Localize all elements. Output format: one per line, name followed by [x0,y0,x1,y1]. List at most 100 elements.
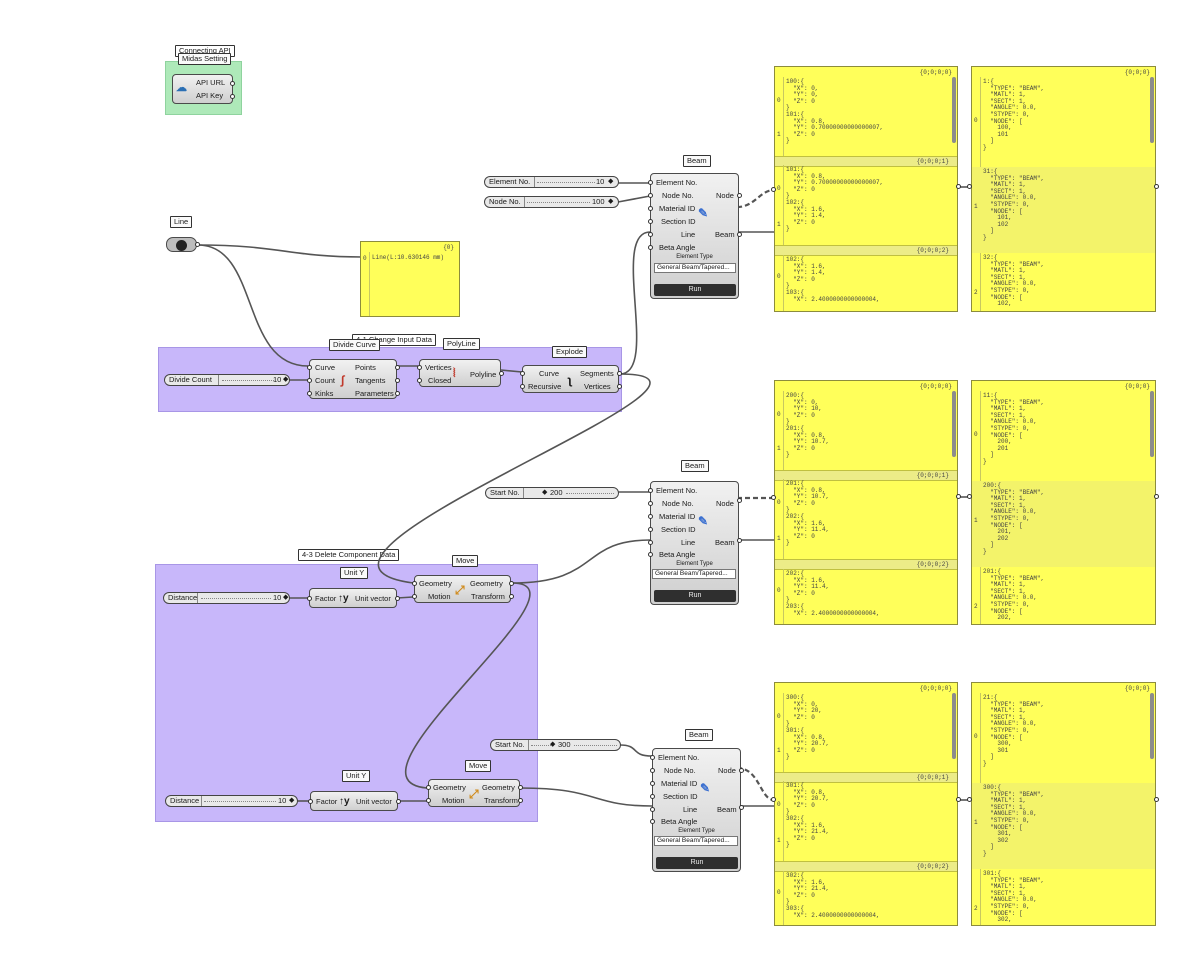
beam-port[interactable] [739,768,744,773]
run-button[interactable]: Run [654,284,736,296]
start-no-slider-300[interactable]: Start No. ◆ 300 [490,739,621,751]
beam-panel-2[interactable]: {0;0;0} 0 11:{ "TYPE": "BEAM", "MATL": 1… [971,380,1156,625]
beam-panel-out-port[interactable] [1154,797,1159,802]
api-url-port[interactable] [230,81,235,86]
beam-panel-in-port[interactable] [967,797,972,802]
divide-count-slider[interactable]: Divide Count 10 ◆ [164,374,290,386]
line-panel[interactable]: {0} 0 Line(L:10.630146 mm) [360,241,460,317]
explode-port[interactable] [617,371,622,376]
api-key-port[interactable] [230,94,235,99]
node-no-slider[interactable]: Node No. 100 ◆ [484,196,619,208]
beam-port[interactable] [648,180,653,185]
beam-port[interactable] [650,819,655,824]
element-type-dropdown[interactable]: General Beam/Tapered... [652,569,736,579]
beam-panel-out-port[interactable] [1154,494,1159,499]
beam-port[interactable] [650,768,655,773]
line-component[interactable] [166,237,197,252]
beam-port[interactable] [648,540,653,545]
polyline-component[interactable]: Vertices Closed ⦚ Polyline [417,359,504,387]
move-port[interactable] [412,594,417,599]
panel-scrollbar[interactable] [952,77,956,143]
beam-component-2[interactable]: Element No. Node No. Material ID Section… [648,481,742,605]
polyline-port[interactable] [417,378,422,383]
start-no-slider-200[interactable]: Start No. ◆ 200 [485,487,619,499]
move-port[interactable] [412,581,417,586]
beam-port[interactable] [648,527,653,532]
divide-port[interactable] [307,365,312,370]
explode-component[interactable]: Curve Recursive ʅ Segments Vertices [520,365,622,393]
distance-slider-1[interactable]: Distance 10 ◆ [163,592,290,604]
move-port[interactable] [426,785,431,790]
explode-port[interactable] [617,384,622,389]
beam-port[interactable] [648,206,653,211]
panel-scrollbar[interactable] [1150,693,1154,759]
node-panel-out-port[interactable] [956,184,961,189]
unit-y-component-1[interactable]: Factor ↑y Unit vector [307,588,400,608]
node-panel-in-port[interactable] [771,797,776,802]
element-type-dropdown[interactable]: General Beam/Tapered... [654,263,736,273]
unit-y-port[interactable] [396,799,401,804]
node-panel-in-port[interactable] [771,495,776,500]
node-panel-2[interactable]: {0;0;0;0} 0 1 200:{ "X": 0, "Y": 10, "Z"… [774,380,958,625]
move-component-1[interactable]: Geometry Motion ⤢ Geometry Transform [412,575,514,603]
node-panel-out-port[interactable] [956,797,961,802]
unit-y-port[interactable] [307,596,312,601]
unit-y-port[interactable] [395,596,400,601]
beam-port[interactable] [737,538,742,543]
beam-port[interactable] [648,514,653,519]
element-no-slider[interactable]: Element No. 10 ◆ [484,176,619,188]
beam-port[interactable] [650,807,655,812]
beam-port[interactable] [648,193,653,198]
divide-port[interactable] [307,378,312,383]
move-port[interactable] [518,785,523,790]
beam-port[interactable] [650,781,655,786]
explode-port[interactable] [520,384,525,389]
panel-scrollbar[interactable] [952,391,956,457]
beam-port[interactable] [648,488,653,493]
move-port[interactable] [518,798,523,803]
unit-y-component-2[interactable]: Factor ↑y Unit vector [308,791,401,811]
distance-slider-2[interactable]: Distance 10 ◆ [165,795,298,807]
panel-scrollbar[interactable] [952,693,956,759]
explode-port[interactable] [520,371,525,376]
element-type-dropdown[interactable]: General Beam/Tapered... [654,836,738,846]
divide-curve-component[interactable]: Curve Count Kinks ∫ Points Tangents Para… [307,359,400,399]
divide-port[interactable] [395,378,400,383]
beam-port[interactable] [737,232,742,237]
divide-port[interactable] [307,391,312,396]
node-panel-1[interactable]: {0;0;0;0} 0 1 100:{ "X": 0, "Y": 0, "Z":… [774,66,958,312]
node-panel-3[interactable]: {0;0;0;0} 0 1 300:{ "X": 0, "Y": 20, "Z"… [774,682,958,926]
polyline-port[interactable] [499,371,504,376]
node-panel-in-port[interactable] [771,187,776,192]
beam-panel-in-port[interactable] [967,184,972,189]
beam-port[interactable] [648,219,653,224]
beam-panel-in-port[interactable] [967,494,972,499]
divide-port[interactable] [395,391,400,396]
move-port[interactable] [509,594,514,599]
polyline-port[interactable] [417,365,422,370]
beam-panel-1[interactable]: {0;0;0} 0 1:{ "TYPE": "BEAM", "MATL": 1,… [971,66,1156,312]
move-component-2[interactable]: Geometry Motion ⤢ Geometry Transform [426,779,523,807]
beam-panel-out-port[interactable] [1154,184,1159,189]
beam-component-1[interactable]: Element No. Node No. Material ID Section… [648,173,742,299]
node-panel-out-port[interactable] [956,494,961,499]
move-port[interactable] [426,798,431,803]
beam-panel-3[interactable]: {0;0;0} 0 21:{ "TYPE": "BEAM", "MATL": 1… [971,682,1156,926]
midas-setting-component[interactable]: ☁ API URL API Key [172,74,235,104]
beam-port[interactable] [648,232,653,237]
beam-port[interactable] [648,245,653,250]
beam-port[interactable] [739,805,744,810]
divide-port[interactable] [395,365,400,370]
beam-port[interactable] [650,755,655,760]
beam-component-3[interactable]: Element No. Node No. Material ID Section… [650,748,744,872]
move-port[interactable] [509,581,514,586]
beam-port[interactable] [650,794,655,799]
panel-scrollbar[interactable] [1150,391,1154,457]
beam-port[interactable] [648,552,653,557]
unit-y-port[interactable] [308,799,313,804]
line-out-port[interactable] [195,242,200,247]
panel-scrollbar[interactable] [1150,77,1154,143]
beam-port[interactable] [737,498,742,503]
run-button[interactable]: Run [656,857,738,869]
run-button[interactable]: Run [654,590,736,602]
